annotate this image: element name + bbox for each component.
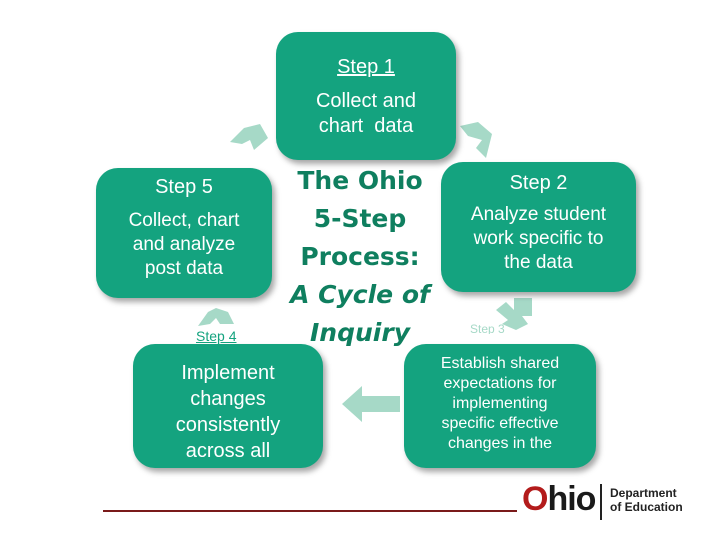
logo-dept-line2: of Education xyxy=(610,500,683,514)
step5-box: Step 5 Collect, chart and analyze post d… xyxy=(96,168,272,298)
step2-line2: work specific to xyxy=(473,228,604,249)
step4-line4: across all xyxy=(185,440,271,462)
step4-line1: Implement xyxy=(181,362,275,384)
logo-o-letter: O xyxy=(522,480,548,518)
step3-line5: changes in the xyxy=(447,435,553,452)
step1-title: Step 1 xyxy=(337,56,395,78)
logo-divider xyxy=(600,484,602,520)
step3-line1: Establish shared xyxy=(440,355,560,372)
ohio-department-of-education-logo: Ohio Department of Education xyxy=(522,480,692,524)
center-line3: Process: xyxy=(300,242,420,271)
step1-line2: chart data xyxy=(318,115,414,137)
step3-box: Establish shared expectations for implem… xyxy=(404,344,596,468)
logo-rest: hio xyxy=(547,480,596,518)
center-line1: The Ohio xyxy=(297,166,423,195)
footer-rule xyxy=(103,510,517,512)
step5-line3: post data xyxy=(144,258,224,279)
arrow-step4-to-step5 xyxy=(198,308,234,326)
step2-box: Step 2 Analyze student work specific to … xyxy=(441,162,636,292)
step3-line4: specific effective xyxy=(441,415,559,432)
step2-line1: Analyze student xyxy=(470,204,607,225)
step1-line1: Collect and xyxy=(315,90,417,112)
arrow-step3-to-step4 xyxy=(342,386,400,422)
center-title: The Ohio 5-Step Process: A Cycle of Inqu… xyxy=(280,162,440,352)
arrow-step5-to-step1 xyxy=(230,124,268,150)
step1-box: Step 1 Collect and chart data xyxy=(276,32,456,160)
center-line5: Inquiry xyxy=(310,318,410,347)
step2-line3: the data xyxy=(504,252,573,273)
step4-line2: changes xyxy=(190,388,266,410)
step5-line1: Collect, chart xyxy=(128,210,240,231)
arrow-step1-to-step2 xyxy=(460,122,492,158)
step2-title: Step 2 xyxy=(509,172,568,194)
logo-dept-line1: Department xyxy=(610,486,677,500)
center-line4: A Cycle of xyxy=(290,280,430,309)
step3-line3: implementing xyxy=(452,395,548,412)
center-line2: 5-Step xyxy=(313,204,407,233)
logo-department-text: Department of Education xyxy=(610,486,683,514)
step3-line2: expectations for xyxy=(443,375,557,392)
arrow-step2-to-step3 xyxy=(496,298,532,330)
step5-line2: and analyze xyxy=(132,234,236,255)
step3-title: Step 3 xyxy=(470,322,505,334)
step5-title: Step 5 xyxy=(155,176,213,198)
step4-box: Implement changes consistently across al… xyxy=(133,344,323,468)
step4-line3: consistently xyxy=(175,414,281,436)
ohio-wordmark: Ohio xyxy=(522,480,596,519)
step4-title: Step 4 xyxy=(196,328,237,344)
